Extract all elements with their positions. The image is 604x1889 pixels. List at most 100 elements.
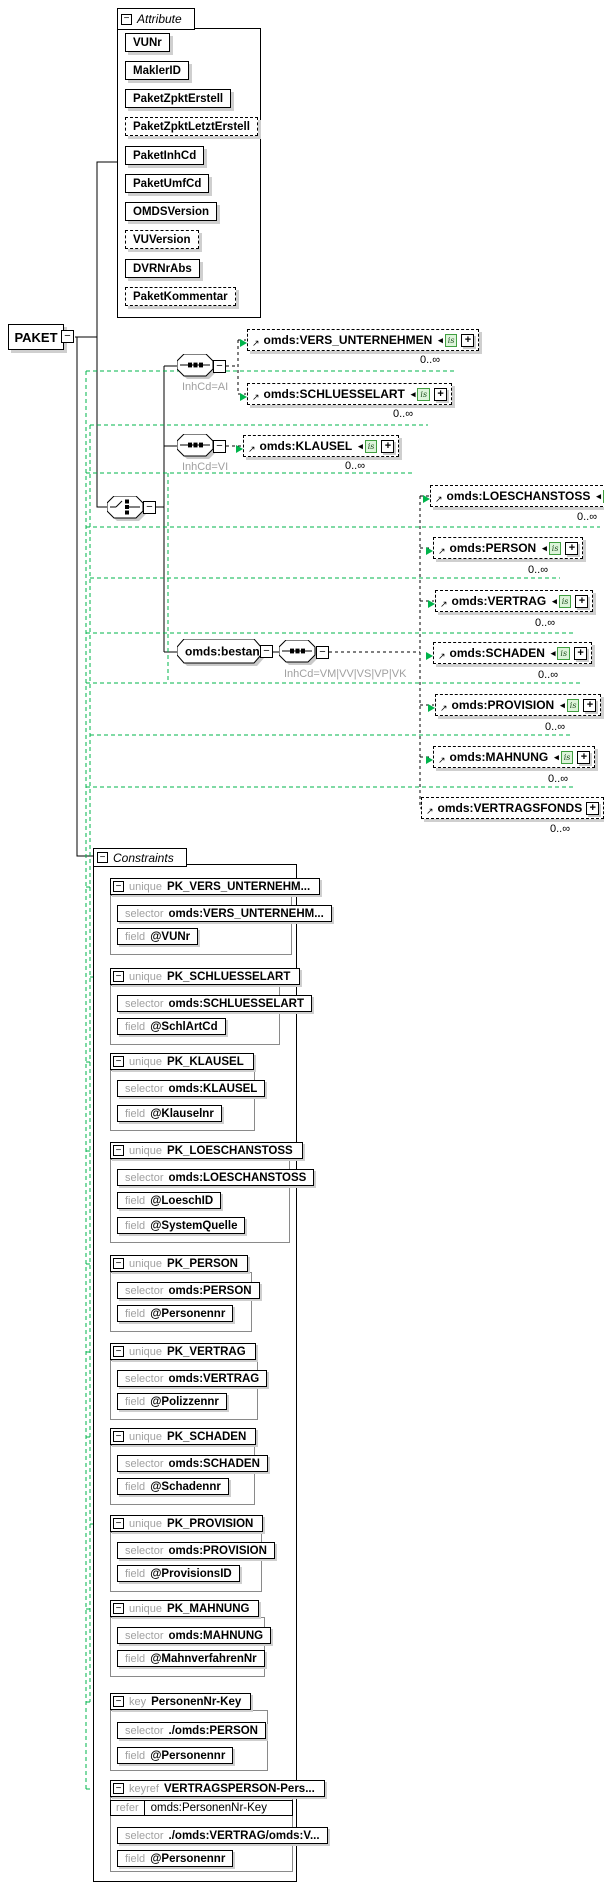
attribute-item[interactable]: VUNr (125, 33, 170, 52)
schema-element[interactable]: ↗ omds:SCHADEN ◂ is + (433, 642, 593, 664)
schema-element[interactable]: ↗ omds:MAHNUNG ◂ is + (433, 746, 596, 768)
constraint-header[interactable]: − unique PK_SCHADEN (110, 1428, 257, 1445)
occurs-label: 0..∞ (535, 617, 556, 629)
schema-element[interactable]: ↗ omds:VERTRAG ◂ is + (435, 590, 594, 612)
collapse-icon[interactable]: − (113, 971, 124, 982)
attribute-item[interactable]: OMDSVersion (125, 202, 218, 221)
collapse-handle[interactable]: − (143, 501, 156, 514)
attribute-item[interactable]: PaketInhCd (125, 146, 205, 165)
constraint-header[interactable]: − key PersonenNr-Key (110, 1693, 252, 1710)
attribute-item[interactable]: MaklerID (125, 61, 189, 80)
constraint-header[interactable]: − unique PK_PERSON (110, 1255, 248, 1272)
expand-icon[interactable]: + (461, 333, 475, 347)
expand-icon[interactable]: + (434, 387, 448, 401)
occurs-label: 0..∞ (548, 773, 569, 785)
field-row: field @ProvisionsID (117, 1565, 240, 1582)
root-element-paket[interactable]: PAKET (8, 324, 64, 350)
schema-element[interactable]: ↗ omds:KLAUSEL ◂ is + (243, 435, 400, 457)
collapse-handle[interactable]: − (316, 646, 329, 659)
attribute-item[interactable]: PaketKommentar (125, 287, 236, 306)
selector-row: selector omds:KLAUSEL (117, 1080, 266, 1097)
constraint-header[interactable]: − unique PK_KLAUSEL (110, 1053, 254, 1070)
reference-arrow-icon: ↗ (440, 598, 448, 609)
attribute-section-title: Attribute (137, 12, 182, 26)
element-name: omds:SCHLUESSELART (263, 387, 405, 401)
constraint-header[interactable]: − keyref VERTRAGSPERSON-Pers... (110, 1780, 325, 1797)
refer-row: refer omds:PersonenNr-Key (110, 1800, 293, 1816)
occurs-label: 0..∞ (550, 823, 571, 835)
attribute-item[interactable]: DVRNrAbs (125, 259, 200, 278)
collapse-icon[interactable]: − (113, 1258, 124, 1269)
field-row: field @Personennr (117, 1305, 234, 1322)
collapse-icon[interactable]: − (113, 1696, 124, 1707)
collapse-handle[interactable]: − (213, 360, 226, 373)
attribute-item[interactable]: PaketZpktLetztErstell (125, 117, 258, 136)
collapse-handle[interactable]: − (260, 645, 273, 658)
expand-icon[interactable]: + (583, 698, 597, 712)
collapse-handle[interactable]: − (213, 440, 226, 453)
collapse-icon[interactable]: − (113, 1783, 124, 1794)
collapse-icon[interactable]: − (113, 1603, 124, 1614)
field-row: field @Personennr (117, 1850, 234, 1867)
collapse-icon[interactable]: − (113, 1056, 124, 1067)
constraint-header[interactable]: − unique PK_PROVISION (110, 1515, 264, 1532)
collapse-icon[interactable]: − (121, 13, 132, 25)
identity-constraint-badge: is (548, 541, 562, 555)
constraint-header[interactable]: − unique PK_MAHNUNG (110, 1600, 260, 1617)
constraint-header[interactable]: − unique PK_SCHLUESSELART (110, 968, 301, 985)
constraint-header[interactable]: − unique PK_VERTRAG (110, 1343, 256, 1360)
reference-arrow-icon: ↗ (438, 650, 446, 661)
reference-arrow-icon: ↗ (248, 443, 256, 454)
occurs-label: 0..∞ (345, 460, 366, 472)
expand-icon[interactable]: + (381, 439, 395, 453)
expand-icon[interactable]: + (565, 541, 579, 555)
constraint-header[interactable]: − unique PK_LOESCHANSTOSS (110, 1142, 303, 1159)
collapse-icon[interactable]: − (113, 1145, 124, 1156)
schema-element[interactable]: ↗ omds:PROVISION ◂ is + (435, 694, 602, 716)
schema-element[interactable]: ↗ omds:VERS_UNTERNEHMEN ◂ is + (247, 329, 480, 351)
selector-row: selector omds:MAHNUNG (117, 1627, 272, 1644)
attribute-item[interactable]: VUVersion (125, 230, 199, 249)
occurs-label: 0..∞ (420, 354, 441, 366)
collapse-handle[interactable]: − (61, 330, 74, 343)
expand-icon[interactable]: + (577, 750, 591, 764)
collapse-icon[interactable]: − (113, 1346, 124, 1357)
sequence-label: InhCd=AI (182, 381, 229, 393)
schema-element[interactable]: ↗ omds:VERTRAGSFONDS + (421, 797, 604, 819)
minus-icon: − (64, 330, 71, 342)
schema-element[interactable]: ↗ omds:PERSON ◂ is + (433, 537, 584, 559)
field-row: field @Klauselnr (117, 1105, 222, 1122)
expand-icon[interactable]: + (575, 594, 589, 608)
link-arrow-icon: ◂ (358, 440, 363, 451)
field-row: field @SchlArtCd (117, 1018, 226, 1035)
element-name: omds:VERTRAGSFONDS (437, 801, 583, 815)
schema-element[interactable]: ↗ omds:LOESCHANSTOSS ◂ is + (430, 485, 604, 507)
field-row: field @MahnverfahrenNr (117, 1650, 265, 1667)
element-name: omds:MAHNUNG (449, 750, 549, 764)
constraint-header[interactable]: − unique PK_VERS_UNTERNEHM... (110, 878, 321, 895)
schema-element[interactable]: ↗ omds:SCHLUESSELART ◂ is + (247, 383, 453, 405)
identity-constraint-badge: is (558, 594, 572, 608)
field-row: field @Schadennr (117, 1478, 229, 1495)
attribute-item[interactable]: PaketZpktErstell (125, 89, 232, 108)
reference-arrow-icon: ↗ (435, 493, 443, 504)
collapse-icon[interactable]: − (113, 881, 124, 892)
occurs-label: 0..∞ (393, 408, 414, 420)
constraints-section-header[interactable]: − Constraints (93, 848, 187, 867)
collapse-icon[interactable]: − (113, 1518, 124, 1529)
attribute-item[interactable]: PaketUmfCd (125, 174, 210, 193)
collapse-icon[interactable]: − (113, 1431, 124, 1442)
collapse-icon[interactable]: − (97, 852, 108, 863)
expand-icon[interactable]: + (586, 801, 600, 815)
attribute-section-header[interactable]: − Attribute (117, 8, 195, 30)
reference-arrow-icon: ↗ (438, 545, 446, 556)
sequence-connector[interactable] (279, 640, 321, 668)
identity-constraint-badge: is (557, 646, 571, 660)
reference-arrow-icon: ↗ (438, 754, 446, 765)
expand-icon[interactable]: + (574, 646, 588, 660)
reference-arrow-icon: ↗ (252, 391, 260, 402)
selector-row: selector omds:VERS_UNTERNEHM... (117, 905, 332, 922)
element-bestand[interactable]: omds:bestand (177, 639, 269, 669)
